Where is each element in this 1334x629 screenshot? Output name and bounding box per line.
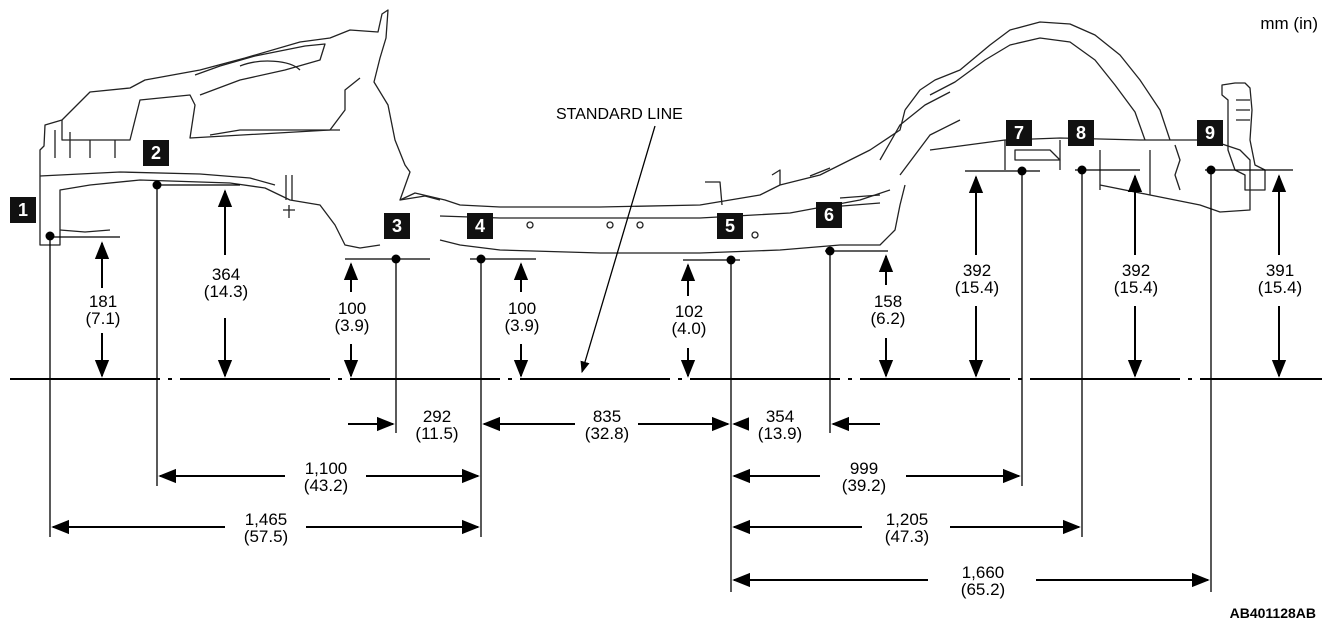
height-label-8: 392 (15.4)	[1103, 262, 1169, 296]
span-mm: 999	[849, 459, 879, 478]
span-label-1-4: 1,465 (57.5)	[226, 511, 306, 545]
height-label-2: 364 (14.3)	[196, 266, 256, 300]
extension-lines	[49, 173, 1212, 592]
point-badge-1: 1	[10, 197, 36, 223]
height-mm: 364	[211, 265, 241, 284]
point-badge-7: 7	[1006, 120, 1032, 146]
height-label-4: 100 (3.9)	[496, 300, 548, 334]
height-mm: 391	[1265, 261, 1295, 280]
height-in: (4.0)	[671, 319, 707, 338]
span-label-2-4: 1,100 (43.2)	[286, 460, 366, 494]
span-in: (11.5)	[415, 424, 459, 443]
span-label-5-8: 1,205 (47.3)	[864, 511, 950, 545]
measuring-point-dots	[45, 165, 1216, 265]
point-badge-4: 4	[467, 213, 493, 239]
height-label-1: 181 (7.1)	[80, 293, 126, 327]
span-mm: 1,660	[961, 563, 1005, 582]
span-in: (13.9)	[757, 424, 803, 443]
height-in: (7.1)	[85, 309, 121, 328]
span-mm: 1,465	[244, 510, 288, 529]
span-mm: 1,100	[304, 459, 348, 478]
height-mm: 392	[962, 261, 992, 280]
standard-line-leader	[580, 125, 656, 374]
height-in: (3.9)	[334, 316, 370, 335]
height-mm: 158	[873, 292, 903, 311]
span-dimension-arrows	[51, 416, 1210, 588]
height-in: (6.2)	[870, 309, 906, 328]
height-label-7: 392 (15.4)	[944, 262, 1010, 296]
height-mm: 181	[88, 292, 118, 311]
height-label-9: 391 (15.4)	[1247, 262, 1313, 296]
point-badge-9: 9	[1197, 120, 1223, 146]
height-in: (15.4)	[1113, 278, 1159, 297]
point-badge-8: 8	[1068, 120, 1094, 146]
height-in: (15.4)	[1257, 278, 1303, 297]
height-mm: 392	[1121, 261, 1151, 280]
span-label-5-6: 354 (13.9)	[749, 408, 811, 442]
span-mm: 835	[592, 407, 622, 426]
height-label-3: 100 (3.9)	[326, 300, 378, 334]
height-in: (15.4)	[954, 278, 1000, 297]
point-badge-3: 3	[384, 213, 410, 239]
figure-code: AB401128AB	[1229, 605, 1316, 621]
span-label-3-4: 292 (11.5)	[406, 408, 468, 442]
point-badge-5: 5	[717, 213, 743, 239]
height-mm: 102	[674, 302, 704, 321]
span-label-4-5: 835 (32.8)	[576, 408, 638, 442]
height-dimension-arrows	[94, 174, 1287, 378]
height-label-5: 102 (4.0)	[662, 303, 716, 337]
span-in: (65.2)	[960, 580, 1006, 599]
height-in: (14.3)	[203, 282, 249, 301]
span-in: (32.8)	[584, 424, 630, 443]
height-in: (3.9)	[504, 316, 540, 335]
point-badge-6: 6	[816, 202, 842, 228]
unit-label: mm (in)	[1260, 14, 1318, 33]
span-in: (57.5)	[243, 527, 289, 546]
span-label-5-7: 999 (39.2)	[822, 460, 906, 494]
reference-lines	[50, 169, 1293, 261]
span-label-5-9: 1,660 (65.2)	[930, 564, 1036, 598]
span-mm: 292	[422, 407, 452, 426]
span-mm: 1,205	[885, 510, 929, 529]
height-mm: 100	[507, 299, 537, 318]
standard-line-label: STANDARD LINE	[556, 106, 683, 123]
height-label-6: 158 (6.2)	[862, 293, 914, 327]
span-in: (39.2)	[841, 476, 887, 495]
span-mm: 354	[765, 407, 795, 426]
point-badge-2: 2	[143, 140, 169, 166]
height-mm: 100	[337, 299, 367, 318]
span-in: (43.2)	[303, 476, 349, 495]
span-in: (47.3)	[884, 527, 930, 546]
